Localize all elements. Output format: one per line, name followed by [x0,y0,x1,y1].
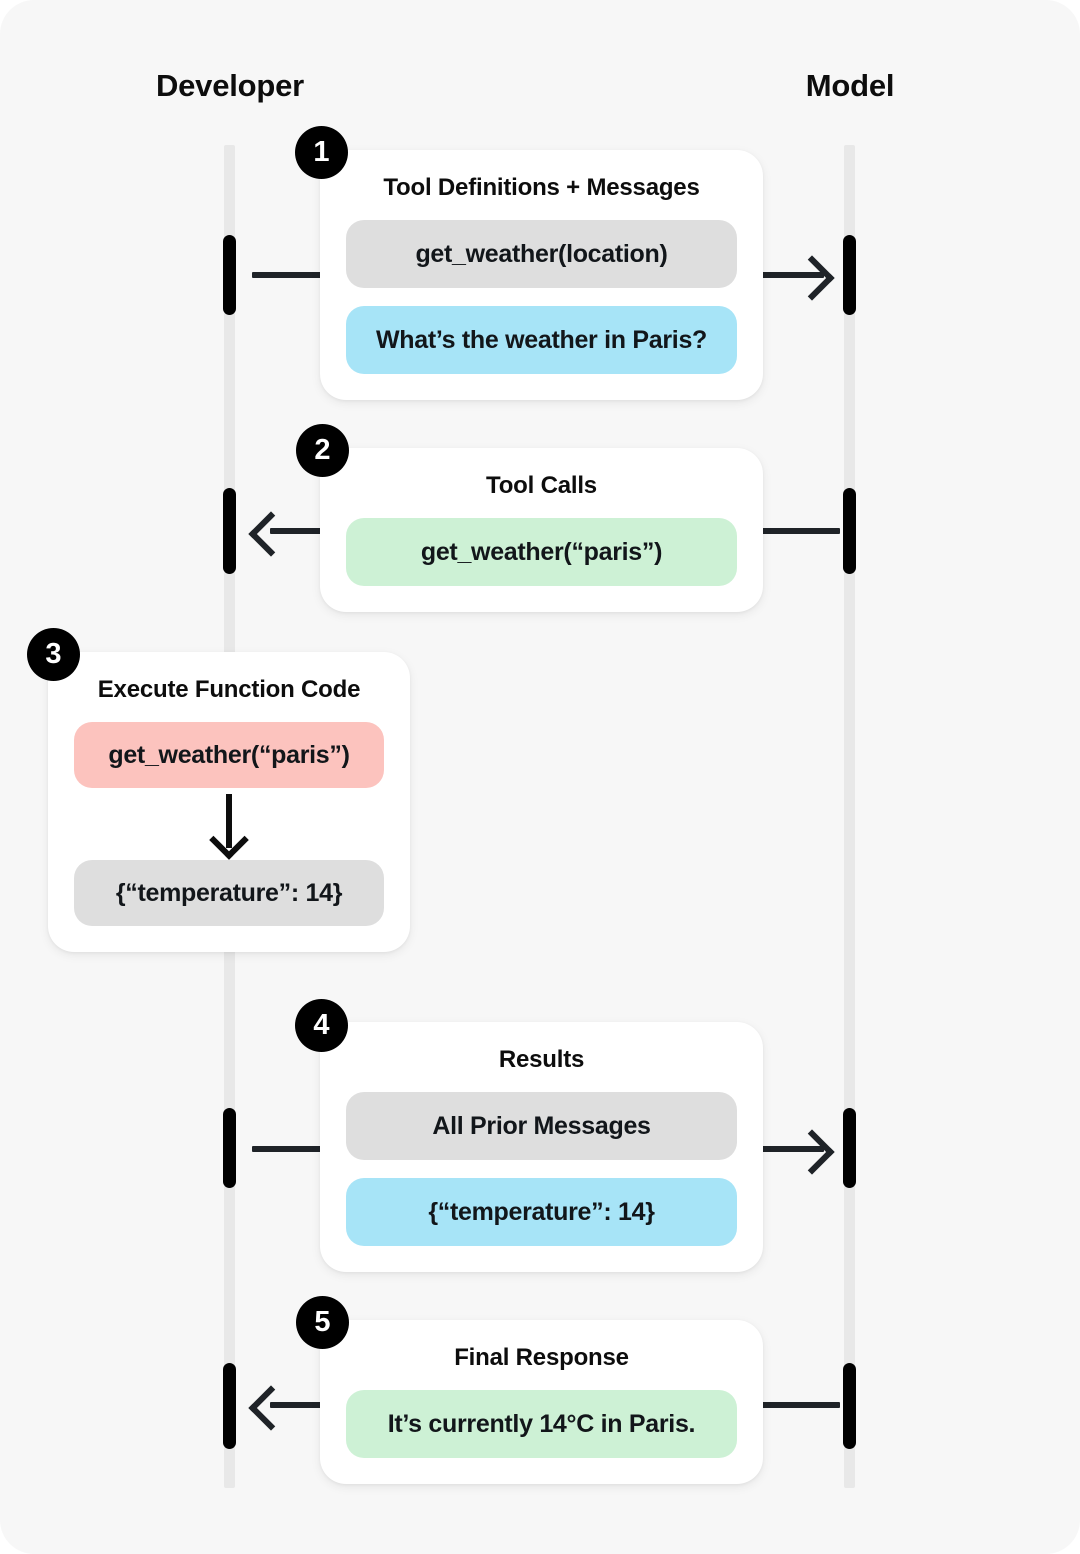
step-card-3-pill-2: {“temperature”: 14} [74,860,384,926]
activation-bar-developer-step2 [223,488,236,574]
connector-line-step4 [252,1146,327,1152]
step-card-5: Final Response It’s currently 14°C in Pa… [320,1320,763,1484]
arrow-right-icon-step4 [789,1129,835,1175]
step-card-4: Results All Prior Messages {“temperature… [320,1022,763,1272]
step-card-5-pill-1: It’s currently 14°C in Paris. [346,1390,737,1458]
activation-bar-model-step2 [843,488,856,574]
step-badge-1: 1 [295,126,348,179]
step-card-2-title: Tool Calls [486,472,597,499]
step-card-2: Tool Calls get_weather(“paris”) [320,448,763,612]
activation-bar-developer-step5 [223,1363,236,1449]
step-card-4-title: Results [498,1046,585,1073]
step-card-3: Execute Function Code get_weather(“paris… [48,652,410,952]
step-card-4-pill-1: All Prior Messages [346,1092,737,1160]
column-header-developer: Developer [155,68,305,103]
connector-line-step2-right [762,528,840,534]
connector-line-step1-right [762,272,824,278]
step-card-1: Tool Definitions + Messages get_weather(… [320,150,763,400]
activation-bar-model-step4 [843,1108,856,1188]
step-card-4-pill-2: {“temperature”: 14} [346,1178,737,1246]
column-header-model: Model [805,68,895,103]
arrow-right-icon-step1 [789,255,835,301]
step-card-5-title: Final Response [454,1344,629,1371]
down-arrow-shaft [226,794,232,848]
step-card-1-pill-1: get_weather(location) [346,220,737,288]
step-card-3-title: Execute Function Code [97,676,361,703]
step-card-1-pill-2: What’s the weather in Paris? [346,306,737,374]
activation-bar-model-step1 [843,235,856,315]
step-badge-4: 4 [295,999,348,1052]
step-card-2-pill-1: get_weather(“paris”) [346,518,737,586]
connector-line-step5 [270,1402,330,1408]
step-badge-3: 3 [27,628,80,681]
connector-line-step2 [270,528,330,534]
activation-bar-developer-step1 [223,235,236,315]
down-arrow-icon [74,794,384,860]
activation-bar-model-step5 [843,1363,856,1449]
down-arrow-head [209,820,249,860]
step-card-3-pill-1: get_weather(“paris”) [74,722,384,788]
step-card-1-title: Tool Definitions + Messages [383,174,700,201]
step-badge-2: 2 [296,424,349,477]
step-badge-5: 5 [296,1296,349,1349]
arrow-left-icon-step5 [248,1385,294,1431]
connector-line-step1 [252,272,327,278]
arrow-left-icon-step2 [248,511,294,557]
connector-line-step5-right [762,1402,840,1408]
connector-line-step4-right [762,1146,824,1152]
lifeline-model [844,145,855,1488]
activation-bar-developer-step4 [223,1108,236,1188]
